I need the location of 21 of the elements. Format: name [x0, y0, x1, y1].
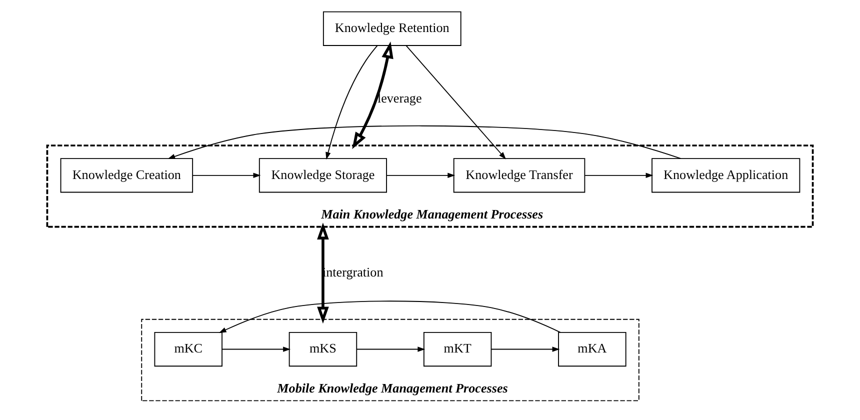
arrow [584, 172, 654, 178]
arrow [218, 300, 561, 334]
node-box: Knowledge Retention [322, 11, 462, 46]
node-box: Knowledge Application [652, 158, 800, 193]
arrow [352, 41, 394, 150]
arrow [356, 346, 426, 352]
node-box: mKS [288, 332, 358, 367]
node-box: Knowledge Creation [60, 158, 194, 193]
arrow [326, 45, 378, 160]
node-box: Knowledge Transfer [453, 158, 586, 193]
arrow [491, 346, 560, 352]
arrow [406, 45, 506, 160]
node-box: mKA [558, 332, 626, 367]
arrow [192, 172, 261, 178]
node-box: Knowledge Storage [258, 158, 387, 193]
arrow [222, 346, 291, 352]
edge-label: leverage [377, 90, 422, 106]
node-box: mKT [423, 332, 492, 367]
arrow [317, 222, 329, 324]
node-box: mKC [154, 332, 222, 367]
arrow [386, 172, 456, 178]
